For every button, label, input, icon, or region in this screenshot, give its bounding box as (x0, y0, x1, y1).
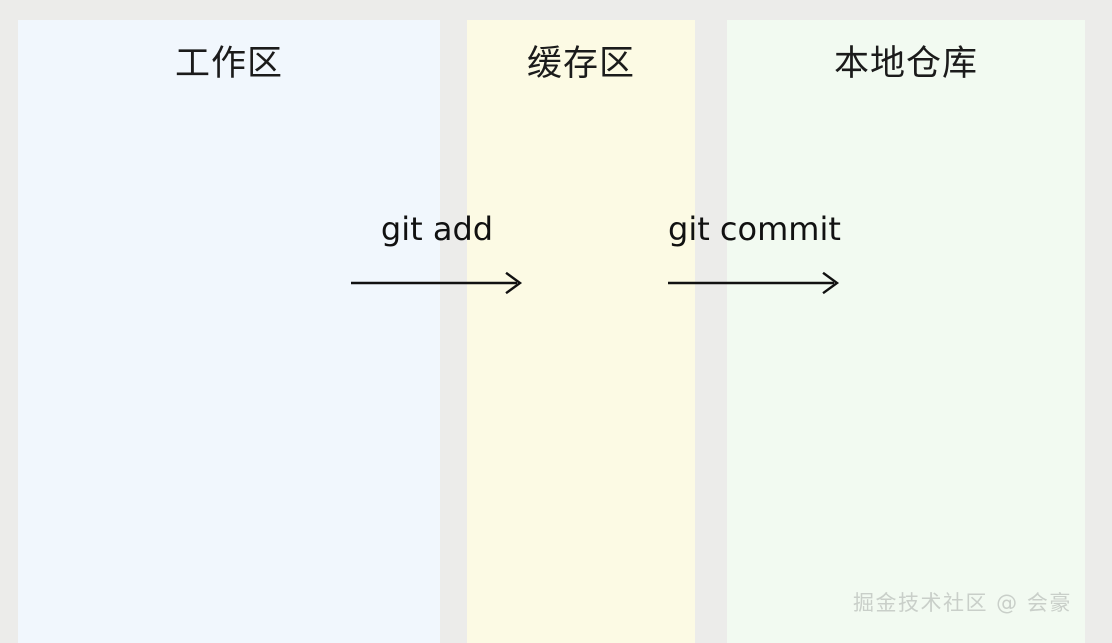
zone-workspace-title: 工作区 (174, 44, 283, 83)
zone-workspace: 工作区 (18, 20, 440, 643)
watermark: 掘金技术社区 @ 会豪 (853, 591, 1072, 615)
zone-staging-title: 缓存区 (526, 44, 635, 83)
transition-git-commit-label: git commit (668, 210, 841, 248)
zone-repository: 本地仓库 (727, 20, 1085, 643)
transition-git-commit: git commit (668, 208, 841, 298)
zone-repository-title: 本地仓库 (833, 44, 978, 83)
arrow-right-icon (668, 270, 840, 296)
zone-staging: 缓存区 (467, 20, 695, 643)
transition-git-add-label: git add (380, 210, 494, 248)
arrow-right-icon (351, 270, 523, 296)
transition-git-add: git add (351, 208, 523, 298)
